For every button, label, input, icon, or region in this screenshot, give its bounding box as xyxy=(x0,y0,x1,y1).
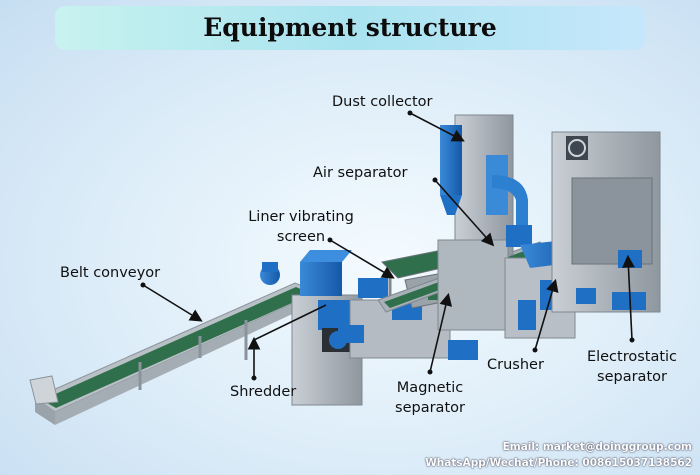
label-magnetic-separator-line1: Magnetic xyxy=(396,380,464,396)
label-shredder: Shredder xyxy=(230,384,297,400)
label-liner-vibrating-screen-line2: screen xyxy=(276,229,326,245)
pointer-lines xyxy=(140,110,635,381)
label-electrostatic-separator-line2: separator xyxy=(597,369,667,385)
title-banner: Equipment structure xyxy=(55,6,645,50)
label-magnetic-separator-line2: separator xyxy=(395,400,465,416)
contact-email: Email: market@doinggroup.com xyxy=(502,441,692,453)
label-dust-collector: Dust collector xyxy=(332,94,433,110)
label-crusher: Crusher xyxy=(487,357,544,373)
belt-conveyor xyxy=(29,262,320,425)
label-magnetic-separator: Magnetic separator xyxy=(370,378,490,418)
label-liner-vibrating-screen: Liner vibrating screen xyxy=(226,207,376,247)
label-liner-vibrating-screen-line1: Liner vibrating xyxy=(248,209,354,225)
label-air-separator: Air separator xyxy=(313,165,408,181)
label-belt-conveyor: Belt conveyor xyxy=(60,265,161,281)
page-title: Equipment structure xyxy=(203,13,497,42)
electrostatic-separator-machine xyxy=(551,131,661,313)
label-electrostatic-separator: Electrostatic separator xyxy=(572,347,692,387)
air-separator-machine xyxy=(492,175,532,247)
dust-collector-tower xyxy=(437,114,514,331)
label-electrostatic-separator-line1: Electrostatic xyxy=(586,349,678,365)
contact-phone: WhatsApp/Wechat/Phone: 008615037138562 xyxy=(425,457,692,469)
